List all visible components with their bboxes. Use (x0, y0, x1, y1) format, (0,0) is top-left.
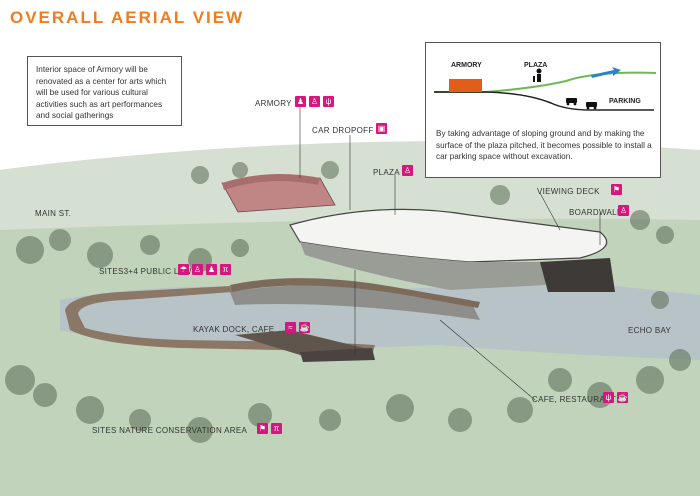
picnic-table-icon: π (271, 423, 282, 434)
cafe-restaurant-icons: ψ ☕ (603, 392, 628, 403)
people-icon: ♙ (309, 96, 320, 107)
armory-note-text: Interior space of Armory will be renovat… (36, 65, 167, 120)
public-lawn-icons: ☂ ♙ ♟ π (178, 264, 231, 275)
car-dropoff-icons: ▣ (376, 123, 387, 134)
section-ground-line (434, 91, 654, 111)
car-icon (566, 98, 577, 106)
water (60, 280, 700, 360)
section-green-slope (434, 71, 657, 93)
cafe-icon: ☕ (617, 392, 628, 403)
cafe-icon: ☕ (299, 322, 310, 333)
label-car-dropoff: CAR DROPOFF (312, 126, 374, 135)
people-icon: ♙ (402, 165, 413, 176)
plaza-slope (300, 242, 560, 290)
umbrella-icon: ☂ (178, 264, 189, 275)
binoculars-icon: ⚑ (257, 423, 268, 434)
label-conservation: SITES NATURE CONSERVATION AREA (92, 426, 248, 435)
label-public-lawn: SITES3+4 PUBLIC LAWN (99, 267, 198, 276)
kayak-dock-icons: ≈ ☕ (285, 322, 310, 333)
parking-ramp (540, 258, 615, 292)
boardwalk-icons: ♙ (618, 205, 629, 216)
cafe-restaurant (300, 348, 375, 362)
label-armory: ARMORY (255, 99, 292, 108)
armory-note-box: Interior space of Armory will be renovat… (27, 56, 182, 126)
section-parking-label: PARKING (609, 98, 641, 105)
section-armory-label: ARMORY (451, 62, 482, 69)
label-kayak-dock: KAYAK DOCK, CAFE (193, 325, 275, 334)
armory-block-icon (449, 79, 482, 92)
label-viewing-deck: VIEWING DECK (537, 187, 600, 196)
label-main-st: MAIN ST. (35, 209, 72, 218)
label-plaza: PLAZA (373, 168, 400, 177)
section-diagram (434, 67, 657, 111)
tree-icon (533, 76, 535, 82)
binoculars-icon: ⚑ (611, 184, 622, 195)
car-icon: ▣ (376, 123, 387, 134)
family-icon: ♟ (206, 264, 217, 275)
plaza-deck (289, 208, 608, 263)
plaza-icons: ♙ (402, 165, 413, 176)
label-echo-bay: ECHO BAY (628, 326, 672, 335)
dining-icon: ψ (603, 392, 614, 403)
arrow-icon (591, 67, 621, 78)
label-boardwalk: BOARDWALK (569, 208, 623, 217)
conservation-icons: ⚑ π (257, 423, 282, 434)
person-icon (536, 68, 542, 82)
armory-icons: ♟ ♙ ψ (295, 96, 334, 107)
viewing-deck-icons: ⚑ (611, 184, 622, 195)
armory-roof (222, 174, 320, 190)
car-icon-2 (586, 102, 597, 110)
section-description: By taking advantage of sloping ground an… (436, 129, 652, 161)
walking-icon: ♙ (618, 205, 629, 216)
kayak-icon: ≈ (285, 322, 296, 333)
section-plaza-label: PLAZA (524, 62, 548, 69)
page-title: OVERALL AERIAL VIEW (10, 8, 245, 27)
people-icon: ♙ (192, 264, 203, 275)
dining-icon: ψ (323, 96, 334, 107)
section-diagram-box: ARMORY PLAZA PARKING By taking advantage… (425, 42, 661, 178)
label-cafe-restaurant: CAFE, RESTAURANT (532, 395, 617, 404)
theater-icon: ♟ (295, 96, 306, 107)
picnic-icon: π (220, 264, 231, 275)
